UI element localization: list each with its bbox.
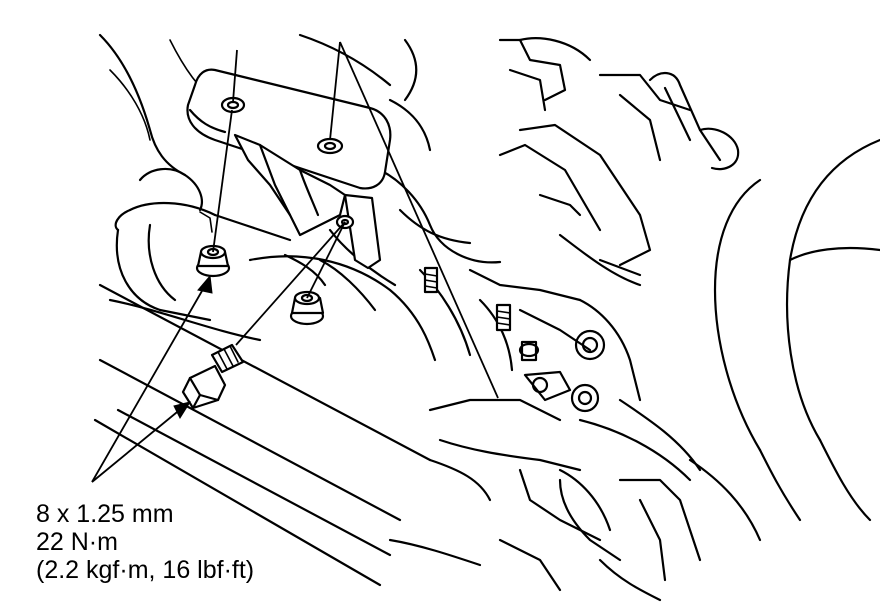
torque-spec-callout: 8 x 1.25 mm 22 N·m (2.2 kgf·m, 16 lbf·ft… xyxy=(36,500,254,584)
stud-bolt-upper xyxy=(423,266,439,294)
stud-bolt-lower xyxy=(495,303,512,332)
leader-lines xyxy=(91,41,499,483)
engine-block-outline xyxy=(93,33,880,602)
stud-bolt-right xyxy=(518,340,540,362)
flange-bolt xyxy=(181,343,245,410)
leader-arrowheads xyxy=(173,274,213,420)
thread-size-label: 8 x 1.25 mm xyxy=(36,500,174,528)
stud-bolts xyxy=(423,266,540,362)
torque-alt-label: (2.2 kgf·m, 16 lbf·ft) xyxy=(36,556,255,584)
torque-nm-label: 22 N·m xyxy=(36,528,118,556)
mount-bracket xyxy=(186,68,392,270)
